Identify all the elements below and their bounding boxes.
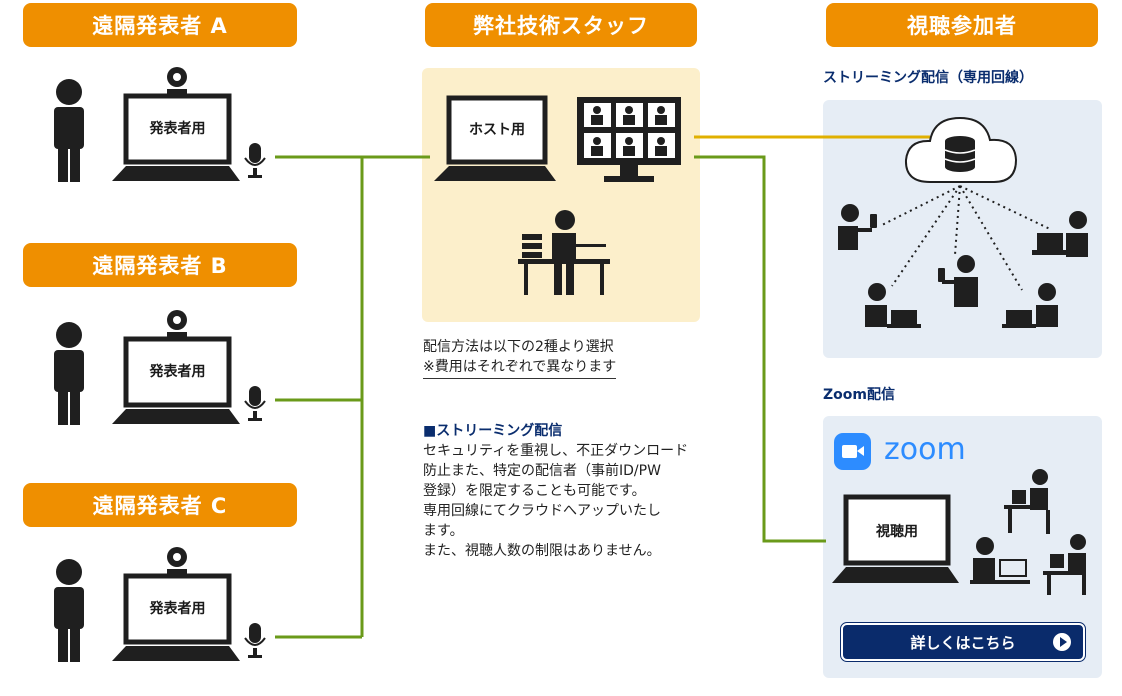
details-button[interactable]: 詳しくはこちら — [840, 622, 1086, 662]
microphone-icon — [244, 386, 266, 421]
webcam-icon — [167, 67, 187, 94]
monitor-grid-icon — [577, 97, 681, 182]
streaming-title: ストリーミング配信（専用回線） — [823, 70, 1033, 86]
host-laptop-icon — [434, 95, 556, 181]
presenter-screen-label-c: 発表者用 — [149, 601, 206, 617]
desk-person-icon-middle — [970, 537, 1030, 584]
streaming-description: セキュリティを重視し、不正ダウンロード 防止また、特定の配信者（事前ID/PW … — [423, 441, 688, 561]
streaming-heading: ■ストリーミング配信 — [423, 423, 563, 439]
zoom-camera-icon — [834, 433, 871, 470]
desc-line: 登録）を限定することも可能です。 — [423, 483, 646, 499]
viewer-phone-icon — [838, 204, 877, 250]
connection-lines — [275, 155, 826, 639]
desc-line: また、視聴人数の制限はありません。 — [423, 543, 661, 559]
desc-line: 防止また、特定の配信者（事前ID/PW — [423, 463, 661, 479]
laptop-icon — [112, 93, 240, 181]
desc-line: セキュリティを重視し、不正ダウンロード — [423, 443, 689, 459]
laptop-icon — [112, 336, 240, 424]
zoom-title: Zoom配信 — [823, 387, 895, 403]
viewer-laptop-icon-left — [865, 283, 921, 328]
method-line-2: ※費用はそれぞれで異なります — [423, 357, 617, 379]
presenter-screen-label-b: 発表者用 — [149, 364, 206, 380]
stream-dotted-lines — [879, 185, 1053, 291]
webcam-icon — [167, 547, 187, 574]
method-line-1: 配信方法は以下の2種より選択 — [423, 339, 614, 355]
play-arrow-icon — [1053, 633, 1071, 651]
zoom-viewer-laptop-icon — [832, 494, 959, 583]
cloud-database-icon — [904, 116, 1018, 183]
person-icon — [54, 79, 84, 182]
header-presenter-a: 遠隔発表者 A — [23, 3, 297, 47]
presenter-unit-a — [54, 67, 266, 182]
viewer-laptop-icon-right — [1002, 283, 1058, 328]
desk-person-icon-right — [1043, 534, 1086, 595]
header-presenter-c: 遠隔発表者 C — [23, 483, 297, 527]
laptop-icon — [112, 573, 240, 661]
operator-icon — [518, 210, 610, 295]
zoom-logo-text: zoom — [884, 432, 966, 467]
streaming-viewers — [838, 204, 1088, 328]
presenter-unit-b — [54, 310, 266, 425]
zoom-participants — [970, 469, 1086, 595]
microphone-icon — [244, 143, 266, 178]
desc-line: 専用回線にてクラウドへアップいたし — [423, 503, 661, 519]
details-button-label: 詳しくはこちら — [910, 633, 1016, 652]
header-presenter-b: 遠隔発表者 B — [23, 243, 297, 287]
desc-line: ます。 — [423, 523, 464, 539]
person-icon — [54, 322, 84, 425]
webcam-icon — [167, 310, 187, 337]
header-staff: 弊社技術スタッフ — [425, 3, 697, 47]
viewer-laptop-icon — [1032, 211, 1088, 257]
presenter-unit-c — [54, 547, 266, 662]
host-screen-label: ホスト用 — [469, 122, 525, 138]
presenter-screen-label-a: 発表者用 — [149, 121, 206, 137]
header-viewers: 視聴参加者 — [826, 3, 1098, 47]
desk-person-icon-top — [1004, 469, 1050, 534]
viewer-phone-icon-center — [938, 255, 978, 307]
viewer-screen-label: 視聴用 — [876, 524, 918, 540]
microphone-icon — [244, 623, 266, 658]
person-icon — [54, 559, 84, 662]
